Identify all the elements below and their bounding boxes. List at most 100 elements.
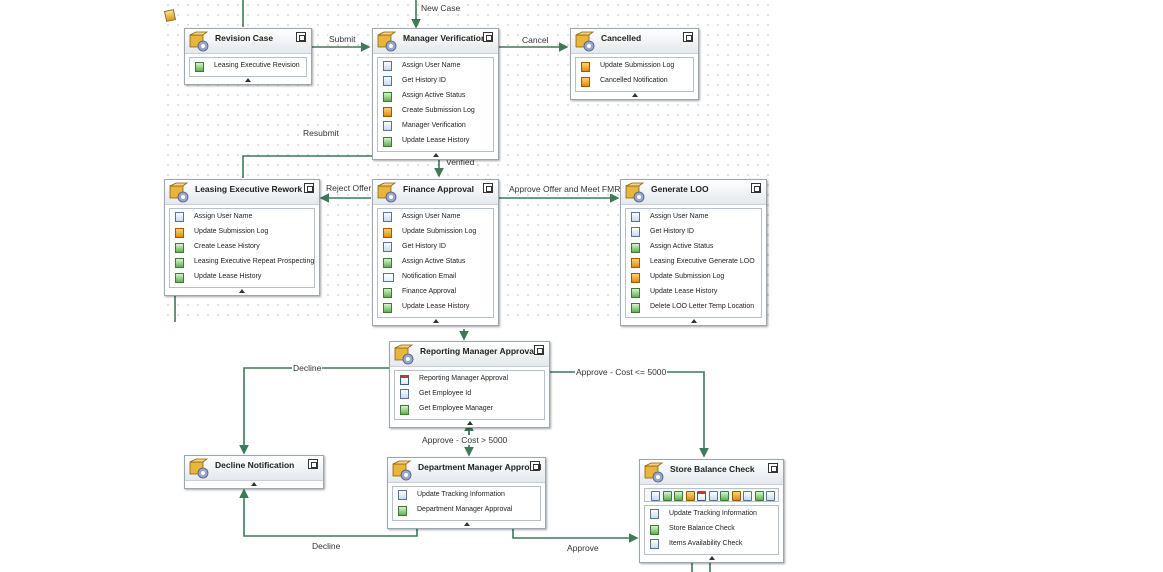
activity-step[interactable]: Get History ID: [378, 74, 493, 89]
activity-step[interactable]: Assign User Name: [378, 59, 493, 74]
activity-step[interactable]: Update Lease History: [626, 285, 761, 300]
toolbar-icon[interactable]: [662, 491, 672, 501]
activity-header[interactable]: Department Manager Approval: [388, 458, 545, 483]
expand-icon[interactable]: [683, 32, 693, 42]
activity-step[interactable]: Update Submission Log: [576, 59, 693, 74]
collapse-arrow-icon[interactable]: [185, 77, 311, 84]
activity-step[interactable]: Leasing Executive Generate LOO: [626, 255, 761, 270]
toolbar-icon[interactable]: [720, 491, 729, 501]
activity-toolbar[interactable]: [644, 488, 779, 502]
activity-step[interactable]: Assign Active Status: [378, 89, 493, 104]
activity-step[interactable]: Assign User Name: [378, 210, 493, 225]
activity-header[interactable]: Manager Verification: [373, 29, 498, 54]
activity-package-gear-icon: [625, 182, 645, 203]
activity-step[interactable]: Create Submission Log: [378, 104, 493, 119]
collapse-arrow-icon[interactable]: [373, 152, 498, 159]
collapse-arrow-icon[interactable]: [165, 288, 319, 295]
activity-step[interactable]: Update Lease History: [378, 300, 493, 315]
toolbar-icon[interactable]: [674, 491, 683, 501]
collapse-arrow-icon[interactable]: [388, 521, 545, 528]
activity-step[interactable]: Leasing Executive Revision: [190, 59, 306, 74]
activity-step[interactable]: Update Submission Log: [626, 270, 761, 285]
activity-step[interactable]: Update Tracking Information: [393, 488, 540, 503]
collapse-arrow-icon[interactable]: [373, 318, 498, 325]
toolbar-icon[interactable]: [685, 491, 695, 501]
expand-icon[interactable]: [308, 459, 318, 469]
collapse-arrow-icon[interactable]: [185, 481, 323, 488]
activity-step-label: Manager Verification: [402, 122, 466, 129]
collapse-arrow-icon[interactable]: [571, 92, 698, 99]
activity-decline-notification[interactable]: Decline Notification: [184, 455, 324, 489]
activity-step[interactable]: Manager Verification: [378, 119, 493, 134]
database-icon: [383, 107, 392, 117]
activity-step[interactable]: Update Lease History: [170, 270, 314, 285]
activity-step[interactable]: Update Submission Log: [378, 225, 493, 240]
activity-header[interactable]: Finance Approval: [373, 180, 498, 205]
activity-step[interactable]: Items Availability Check: [645, 537, 778, 552]
collapse-arrow-icon[interactable]: [640, 555, 783, 562]
activity-step[interactable]: Reporting Manager Approval: [395, 372, 544, 387]
expand-icon[interactable]: [768, 463, 778, 473]
activity-step[interactable]: Cancelled Notification: [576, 74, 693, 89]
toolbar-icon[interactable]: [731, 491, 741, 501]
toolbar-icon[interactable]: [766, 491, 775, 501]
label-new-case: New Case: [420, 3, 462, 13]
toolbar-icon[interactable]: [754, 491, 764, 501]
activity-step[interactable]: Get Employee Manager: [395, 402, 544, 417]
expand-icon[interactable]: [530, 461, 540, 471]
collapse-arrow-icon[interactable]: [621, 318, 766, 325]
activity-step[interactable]: Assign Active Status: [378, 255, 493, 270]
expand-icon[interactable]: [534, 345, 544, 355]
activity-step[interactable]: Store Balance Check: [645, 522, 778, 537]
expand-icon[interactable]: [483, 32, 493, 42]
activity-step[interactable]: Create Lease History: [170, 240, 314, 255]
activity-step[interactable]: Update Tracking Information: [645, 507, 778, 522]
data-icon: [383, 288, 392, 298]
activity-step[interactable]: Update Submission Log: [170, 225, 314, 240]
activity-step[interactable]: Department Manager Approval: [393, 503, 540, 518]
activity-step[interactable]: Assign User Name: [626, 210, 761, 225]
activity-step[interactable]: Finance Approval: [378, 285, 493, 300]
data-icon: [383, 258, 392, 268]
page-icon: [650, 539, 659, 549]
activity-header[interactable]: Generate LOO: [621, 180, 766, 205]
label-approve-low: Approve - Cost <= 5000: [575, 367, 668, 377]
activity-step-label: Get History ID: [402, 243, 446, 250]
expand-icon[interactable]: [483, 183, 493, 193]
activity-step[interactable]: Assign User Name: [170, 210, 314, 225]
toolbar-icon[interactable]: [651, 491, 660, 501]
expand-icon[interactable]: [296, 32, 306, 42]
activity-header[interactable]: Store Balance Check: [640, 460, 783, 485]
activity-step[interactable]: Get History ID: [378, 240, 493, 255]
activity-step[interactable]: Notification Email: [378, 270, 493, 285]
activity-step[interactable]: Assign Active Status: [626, 240, 761, 255]
activity-header[interactable]: Revision Case: [185, 29, 311, 54]
toolbar-icon[interactable]: [743, 491, 752, 501]
activity-header[interactable]: Leasing Executive Rework: [165, 180, 319, 205]
activity-step[interactable]: Get History ID: [626, 225, 761, 240]
expand-icon[interactable]: [751, 183, 761, 193]
toolbar-icon[interactable]: [697, 491, 706, 501]
toolbar-icon[interactable]: [708, 491, 718, 501]
expand-icon[interactable]: [304, 183, 314, 193]
activity-step[interactable]: Leasing Executive Repeat Prospecting: [170, 255, 314, 270]
collapse-arrow-icon[interactable]: [390, 420, 549, 427]
activity-header[interactable]: Reporting Manager Approval: [390, 342, 549, 367]
note-icon[interactable]: [163, 9, 177, 22]
activity-step[interactable]: Delete LOO Letter Temp Location: [626, 300, 761, 315]
activity-header[interactable]: Decline Notification: [185, 456, 323, 481]
activity-step[interactable]: Update Lease History: [378, 134, 493, 149]
activity-step[interactable]: Get Employee Id: [395, 387, 544, 402]
activity-header[interactable]: Cancelled: [571, 29, 698, 54]
label-approve-high: Approve - Cost > 5000: [421, 435, 509, 445]
